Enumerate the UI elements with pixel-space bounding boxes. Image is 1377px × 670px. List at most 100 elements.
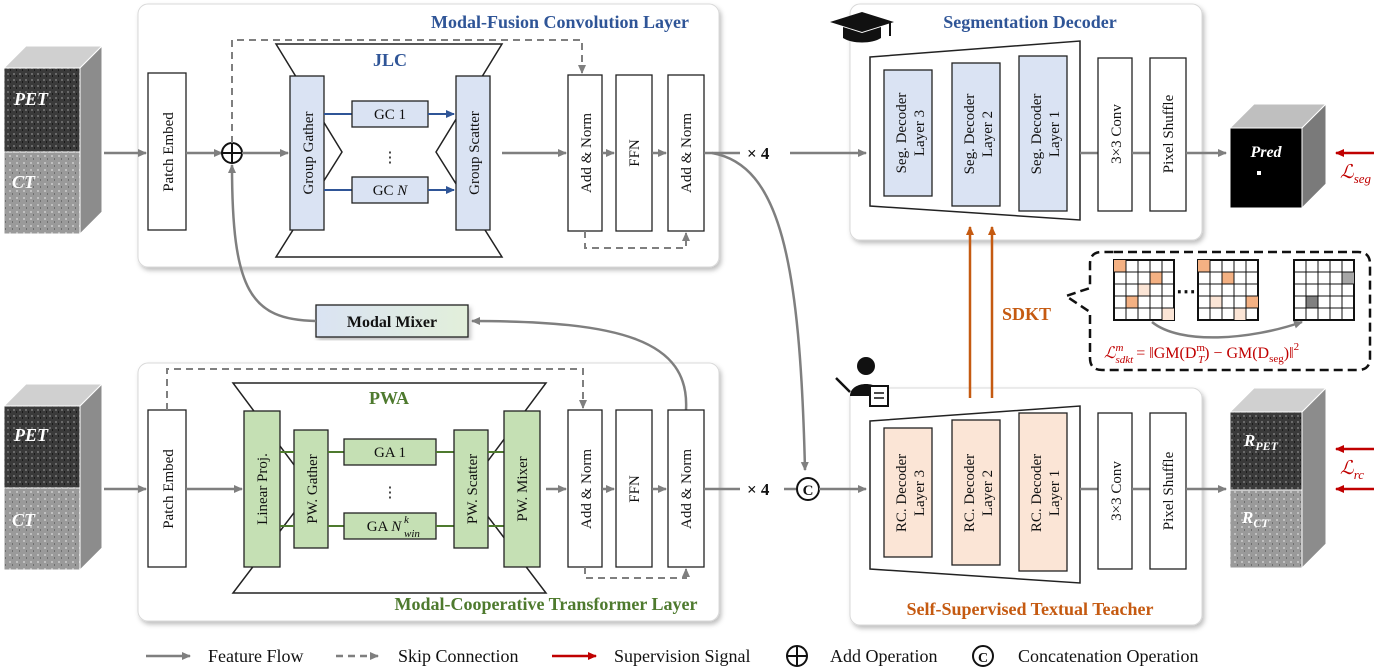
patch-embed-bottom-label: Patch Embed bbox=[161, 449, 177, 529]
add-norm-top-1-label: Add & Norm bbox=[579, 113, 595, 193]
rc-conv-label: 3×3 Conv bbox=[1109, 461, 1125, 521]
add-norm-bottom-2-label: Add & Norm bbox=[679, 449, 695, 529]
legend-concat-icon bbox=[972, 645, 994, 667]
bottom-ct-label: CT bbox=[12, 510, 36, 530]
pw-scatter-label: PW. Scatter bbox=[465, 454, 481, 524]
rc-layer1 bbox=[1018, 412, 1068, 572]
legend-add-operation: Add Operation bbox=[830, 646, 937, 666]
top-ct-label: CT bbox=[12, 172, 36, 192]
seg-conv-label: 3×3 Conv bbox=[1109, 104, 1125, 164]
rc-pixel-shuffle bbox=[1149, 412, 1187, 570]
fusion-panel-title: Modal-Fusion Convolution Layer bbox=[431, 12, 689, 32]
r-pet-label: RPET bbox=[1243, 431, 1279, 453]
loss-seg: ℒseg bbox=[1340, 162, 1372, 186]
jlc-label: JLC bbox=[373, 50, 407, 70]
legend-concat-operation: Concatenation Operation bbox=[1018, 646, 1198, 666]
patch-embed-top-label: Patch Embed bbox=[161, 112, 177, 192]
add-norm-bottom-1-label: Add & Norm bbox=[579, 449, 595, 529]
seg-layer3 bbox=[883, 69, 933, 197]
add-operation-icon bbox=[221, 142, 243, 164]
rc-conv bbox=[1097, 412, 1133, 570]
pred-label: Pred bbox=[1249, 144, 1282, 161]
legend-feature-flow: Feature Flow bbox=[208, 646, 303, 666]
legend-concat-symbol: C bbox=[978, 651, 988, 666]
pred-output-cube bbox=[1228, 102, 1328, 210]
rc-layer3 bbox=[883, 427, 933, 558]
loss-rc: ℒrc bbox=[1340, 458, 1364, 482]
group-scatter bbox=[455, 75, 491, 231]
pw-scatter-block bbox=[453, 429, 489, 549]
graduation-cap-icon bbox=[830, 12, 894, 43]
legend-skip-connection: Skip Connection bbox=[398, 646, 519, 666]
gc-dots: ⋮ bbox=[383, 150, 398, 166]
group-gather bbox=[289, 75, 325, 231]
gram-matrix-2 bbox=[1197, 259, 1259, 321]
seg-layer2 bbox=[951, 62, 1001, 207]
repeat-bottom: × 4 bbox=[747, 480, 770, 499]
group-scatter-label: Group Scatter bbox=[467, 111, 483, 195]
modal-mixer-block bbox=[315, 304, 469, 338]
concat-symbol: C bbox=[803, 483, 814, 499]
gan-label: GA N bbox=[367, 519, 403, 535]
ga1-label: GA 1 bbox=[374, 445, 406, 461]
teacher-icon bbox=[835, 357, 889, 407]
repeat-top: × 4 bbox=[747, 144, 770, 163]
gram-matrix-3 bbox=[1293, 259, 1355, 321]
input-cube-bottom bbox=[2, 382, 104, 572]
pw-mixer-label: PW. Mixer bbox=[515, 456, 531, 521]
group-gather-label: Group Gather bbox=[301, 112, 317, 195]
seg-pixel-shuffle bbox=[1149, 57, 1187, 212]
legend-add-icon bbox=[786, 645, 808, 667]
ffn-bottom bbox=[615, 409, 653, 568]
ffn-top bbox=[615, 74, 653, 232]
gc1-label: GC 1 bbox=[374, 107, 406, 123]
pw-gather-label: PW. Gather bbox=[305, 454, 321, 523]
teacher-title: Self-Supervised Textual Teacher bbox=[906, 599, 1153, 619]
modal-mixer-label: Modal Mixer bbox=[347, 314, 437, 331]
seg-layer1 bbox=[1018, 55, 1068, 212]
add-norm-top-2 bbox=[667, 74, 705, 232]
add-norm-top-2-label: Add & Norm bbox=[679, 113, 695, 193]
seg-pixel-shuffle-label: Pixel Shuffle bbox=[1161, 94, 1177, 173]
jlc-block bbox=[274, 43, 504, 258]
sdkt-label: SDKT bbox=[1002, 304, 1051, 324]
add-norm-bottom-2 bbox=[667, 409, 705, 568]
linear-proj-block bbox=[243, 410, 281, 568]
reconstruction-output-cube bbox=[1228, 386, 1328, 570]
rc-layer2 bbox=[951, 419, 1001, 566]
rc-pixel-shuffle-label: Pixel Shuffle bbox=[1161, 451, 1177, 530]
gan-sub: win bbox=[404, 528, 420, 540]
legend: Feature Flow Skip Connection Supervision… bbox=[146, 645, 1198, 667]
gan-sup: k bbox=[404, 514, 410, 526]
ffn-top-label: FFN bbox=[627, 139, 643, 167]
gc1-block bbox=[351, 100, 429, 128]
input-cube-top bbox=[2, 44, 104, 236]
sdkt-dots: ⋯ bbox=[1176, 281, 1196, 303]
bottom-pet-label: PET bbox=[13, 425, 49, 445]
patch-embed-bottom bbox=[147, 409, 187, 568]
add-norm-bottom-1 bbox=[567, 409, 603, 568]
gcn-label: GC N bbox=[373, 183, 409, 199]
pwa-label: PWA bbox=[369, 388, 409, 408]
add-norm-top-1 bbox=[567, 74, 603, 232]
ffn-bottom-label: FFN bbox=[627, 475, 643, 503]
r-ct-label: RCT bbox=[1241, 508, 1269, 530]
gram-matrix-1 bbox=[1113, 259, 1175, 321]
seg-conv bbox=[1097, 57, 1133, 212]
top-pet-label: PET bbox=[13, 89, 49, 109]
patch-embed-top bbox=[147, 72, 187, 231]
pw-gather-block bbox=[293, 429, 329, 549]
seg-decoder-title: Segmentation Decoder bbox=[943, 12, 1116, 32]
linear-proj-label: Linear Proj. bbox=[255, 453, 271, 525]
ga-dots: ⋮ bbox=[383, 485, 398, 501]
transformer-panel-title: Modal-Cooperative Transformer Layer bbox=[395, 594, 698, 614]
pw-mixer-block bbox=[503, 410, 541, 568]
